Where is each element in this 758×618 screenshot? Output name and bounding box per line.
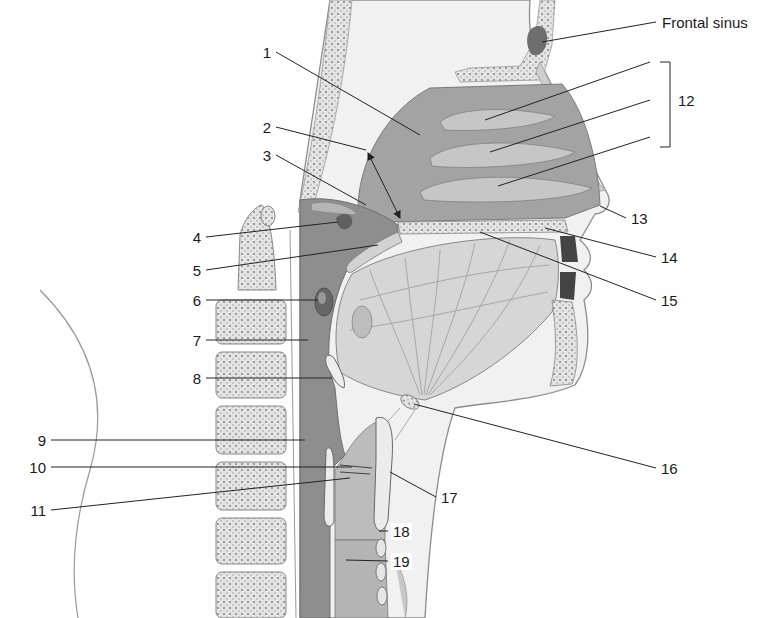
callout-number: 9 (36, 432, 48, 449)
callout-number: 8 (191, 370, 203, 387)
callout-number: 15 (659, 292, 680, 309)
callout-number: 14 (659, 249, 680, 266)
callout-number: 17 (439, 489, 460, 506)
callout-number: 11 (28, 502, 48, 519)
callout-number: 1 (261, 44, 273, 61)
callout-number: 16 (659, 460, 680, 477)
callout-number: 2 (261, 119, 273, 136)
callout-number: 18 (391, 523, 412, 540)
callout-number: 13 (629, 210, 650, 227)
callout-number: 10 (27, 459, 48, 476)
callout-number: 7 (191, 332, 203, 349)
callout-number: 3 (261, 147, 273, 164)
callout-number: 5 (191, 262, 203, 279)
callout-number: 4 (191, 229, 203, 246)
leader-lines (51, 22, 670, 561)
structure-label: Frontal sinus (660, 14, 750, 31)
callout-number: 6 (191, 292, 203, 309)
callout-number: 19 (391, 553, 412, 570)
callout-number: 12 (676, 92, 697, 109)
